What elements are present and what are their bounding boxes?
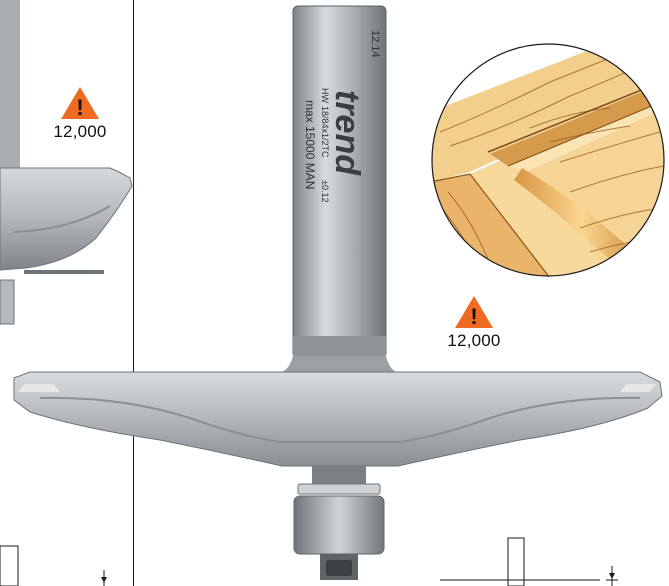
- cutter-bearing: [293, 466, 385, 580]
- cutter-body: [13, 371, 663, 467]
- tolerance-text: ±0.12: [320, 180, 330, 202]
- max-speed-text: max 15000 MAN: [303, 100, 317, 189]
- left-partial-cutter: [0, 0, 133, 586]
- warning-symbol: !: [470, 304, 477, 329]
- max-speed-label: 12,000: [53, 122, 107, 141]
- cutter-shank: [282, 5, 396, 372]
- left-cutter-body: [0, 167, 133, 271]
- warning-speed-left: ! 12,000: [40, 86, 120, 142]
- warning-speed-right: ! 12,000: [434, 295, 514, 351]
- shank-markings: 12.14 trend HW 18/84x1/2TC ±0.12 max 150…: [303, 30, 381, 202]
- left-shank: [0, 0, 20, 172]
- wood-panel-illustration: [431, 43, 665, 277]
- max-speed-label: 12,000: [447, 331, 501, 350]
- warning-triangle-icon: !: [455, 296, 493, 329]
- warning-symbol: !: [76, 95, 83, 120]
- dimension-diagram-right: [440, 537, 618, 586]
- brand-logo-text: trend: [328, 90, 366, 176]
- part-number-text: 12.14: [369, 30, 381, 58]
- warning-triangle-icon: !: [61, 87, 99, 120]
- hw-text: HW: [320, 88, 330, 103]
- left-bearing: [0, 279, 15, 325]
- code-line-text: 18/84x1/2TC: [320, 106, 330, 158]
- section-divider: [133, 0, 134, 586]
